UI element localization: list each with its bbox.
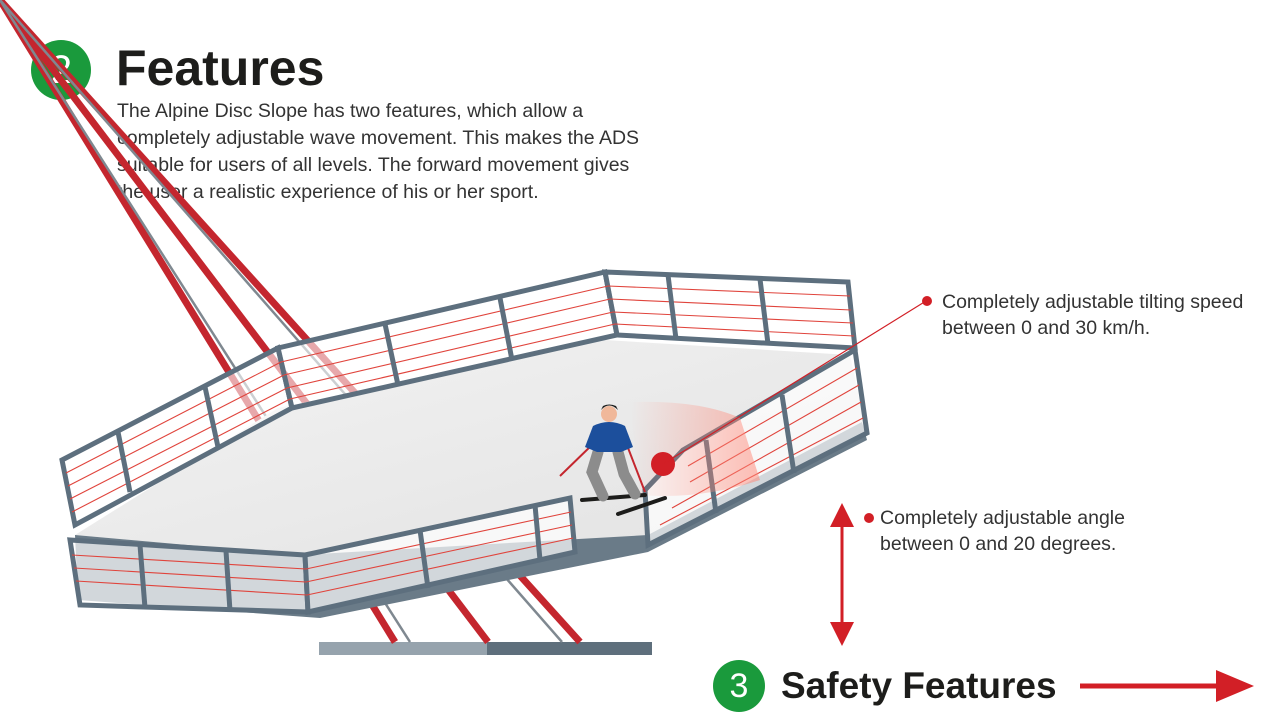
arrow-right-icon	[1080, 670, 1254, 702]
front-railing	[67, 494, 578, 616]
page-title: Features	[116, 40, 325, 96]
ski	[616, 496, 667, 516]
callout-leader-line	[662, 300, 927, 465]
base-plate-right	[487, 642, 652, 655]
rail-panel	[302, 494, 578, 616]
callout-tilt-angle: Completely adjustable angle between 0 an…	[880, 507, 1125, 555]
callout-bullet	[922, 296, 932, 306]
next-step-number: 3	[729, 666, 749, 705]
back-railing	[59, 268, 858, 529]
rail-panel	[67, 537, 311, 615]
rail-panel	[601, 269, 858, 351]
double-arrow-vertical-icon	[830, 503, 854, 646]
next-step-badge[interactable]: 3	[713, 660, 765, 712]
skier-head	[601, 406, 617, 422]
skier-hair	[601, 404, 618, 410]
skier-legs	[586, 446, 641, 502]
next-section-link[interactable]: Safety Features	[781, 665, 1057, 706]
callout-tilting-speed: Completely adjustable tilting speed betw…	[942, 291, 1244, 339]
skier-jacket	[585, 422, 633, 452]
intro-paragraph: The Alpine Disc Slope has two features, …	[117, 100, 640, 203]
base-plate-left	[319, 642, 487, 655]
callout-bullet	[864, 513, 874, 523]
